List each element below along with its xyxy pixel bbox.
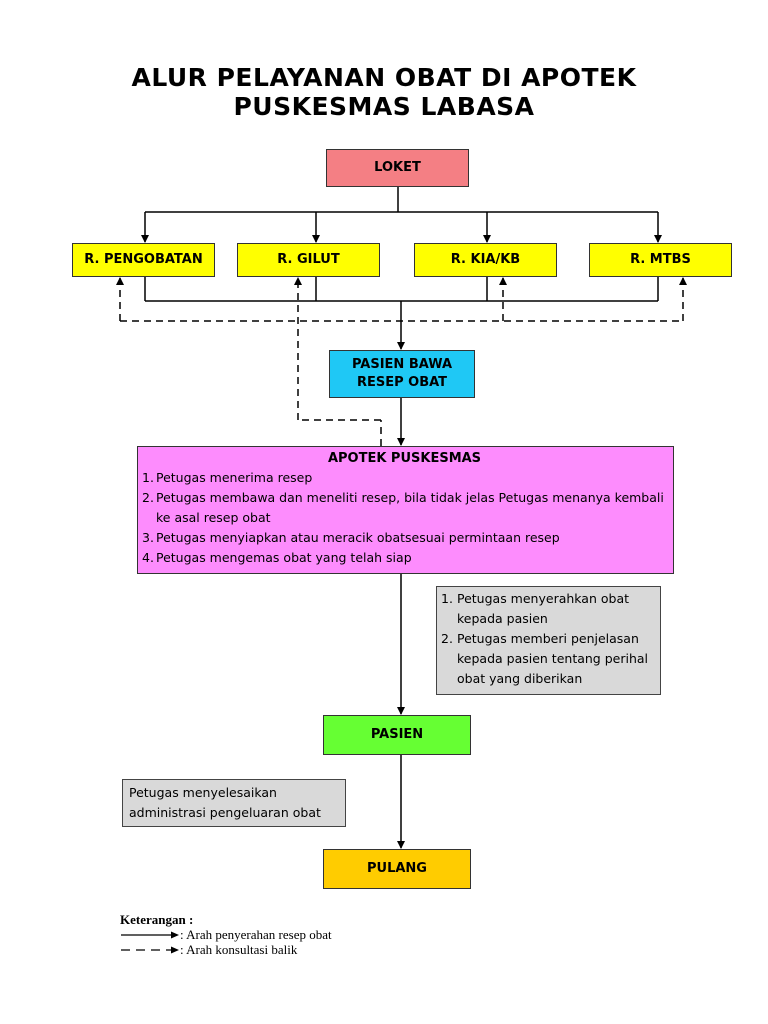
apotek-step: 2.Petugas membawa dan meneliti resep, bi… [142, 488, 667, 528]
handover-step: 2. Petugas memberi penjelasan kepada pasi… [441, 629, 656, 689]
step-text: Petugas mengemas obat yang telah siap [156, 550, 412, 565]
apotek-step: 3.Petugas menyiapkan atau meracik obatse… [142, 528, 667, 548]
step-text: Petugas menyiapkan atau meracik obatsesu… [156, 530, 560, 545]
legend-solid-row: : Arah penyerahan resep obat [120, 927, 332, 942]
legend: Keterangan : : Arah penyerahan resep oba… [120, 912, 332, 957]
apotek-puskesmas-box: APOTEK PUSKESMAS 1.Petugas menerima rese… [137, 446, 674, 574]
step-number: 2. [441, 631, 453, 646]
room-pengobatan: R. PENGOBATAN [72, 243, 215, 277]
legend-solid-label: : Arah penyerahan resep obat [180, 927, 332, 942]
title-line-2: PUSKESMAS LABASA [233, 92, 535, 121]
solid-arrow-icon [121, 931, 179, 938]
step-text: Petugas menyerahkan obat kepada pasien [457, 591, 630, 626]
step-text: Petugas membawa dan meneliti resep, bila… [156, 490, 664, 525]
step-number: 1. [441, 591, 453, 606]
step-text: Petugas menerima resep [156, 470, 313, 485]
title-line-1: ALUR PELAYANAN OBAT DI APOTEK [131, 63, 637, 92]
handover-note: 1. Petugas menyerahkan obat kepada pasien… [436, 586, 661, 695]
loket-box: LOKET [326, 149, 469, 187]
apotek-title: APOTEK PUSKESMAS [327, 451, 482, 466]
legend-dashed-label: : Arah konsultasi balik [180, 942, 298, 957]
step-number: 2. [142, 490, 154, 505]
pasien-bawa-line-1: PASIEN BAWA [351, 357, 453, 372]
room-kia-kb: R. KIA/KB [414, 243, 557, 277]
step-number: 1. [142, 470, 154, 485]
legend-dashed-row: : Arah konsultasi balik [120, 942, 332, 957]
room-mtbs: R. MTBS [589, 243, 732, 277]
legend-title: Keterangan : [120, 912, 194, 927]
apotek-step: 1.Petugas menerima resep [142, 468, 667, 488]
pulang-box: PULANG [323, 849, 471, 889]
handover-step: 1. Petugas menyerahkan obat kepada pasien [441, 589, 656, 629]
pasien-bawa-resep-box: PASIEN BAWA RESEP OBAT [329, 350, 475, 398]
step-number: 4. [142, 550, 154, 565]
loket-to-rooms-arrows [141, 187, 662, 243]
admin-note: Petugas menyelesaikan administrasi penge… [122, 779, 346, 827]
room-gilut: R. GILUT [237, 243, 380, 277]
consultation-dashed-arrows [116, 277, 687, 446]
dashed-arrow-icon [121, 946, 179, 953]
apotek-step: 4.Petugas mengemas obat yang telah siap [142, 548, 667, 568]
pasien-box: PASIEN [323, 715, 471, 755]
step-text: Petugas memberi penjelasan kepada pasien… [457, 631, 649, 686]
rooms-to-pasien-arrows [144, 277, 659, 849]
pasien-bawa-line-2: RESEP OBAT [356, 375, 448, 390]
step-number: 3. [142, 530, 154, 545]
